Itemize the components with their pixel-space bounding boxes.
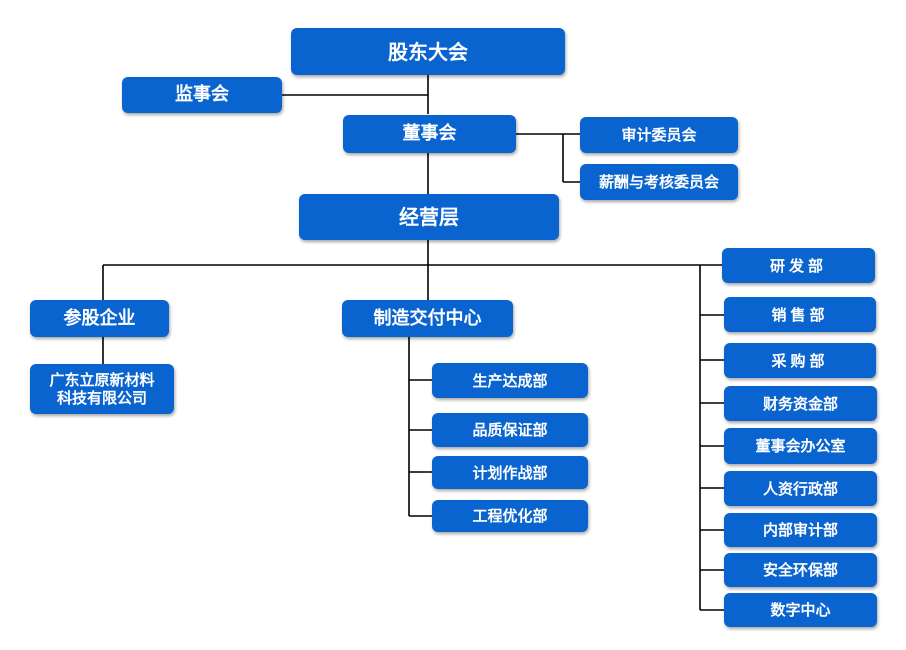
node-department: 数字中心 [724,593,877,627]
node-mfg-dept: 计划作战部 [432,456,588,489]
node-supervisors: 监事会 [122,77,282,113]
node-department: 安全环保部 [724,553,877,587]
node-board: 董事会 [343,115,516,153]
node-department: 销售部 [724,297,876,332]
node-mfg-dept: 品质保证部 [432,413,588,447]
node-department: 董事会办公室 [724,428,877,464]
node-department: 研发部 [722,248,875,283]
node-department: 人资行政部 [724,471,877,506]
node-department: 财务资金部 [724,386,877,421]
node-mfg-dept: 生产达成部 [432,363,588,398]
node-affiliates: 参股企业 [30,300,169,337]
node-management: 经营层 [299,194,559,240]
node-department: 采购部 [724,343,876,378]
node-mfg-dept: 工程优化部 [432,500,588,532]
node-shareholders: 股东大会 [291,28,565,75]
node-audit-committee: 审计委员会 [580,117,738,153]
node-comp-committee: 薪酬与考核委员会 [580,164,738,200]
node-department: 内部审计部 [724,513,877,547]
node-affiliate-company: 广东立原新材料 科技有限公司 [30,364,174,414]
node-manufacturing-center: 制造交付中心 [342,300,513,337]
